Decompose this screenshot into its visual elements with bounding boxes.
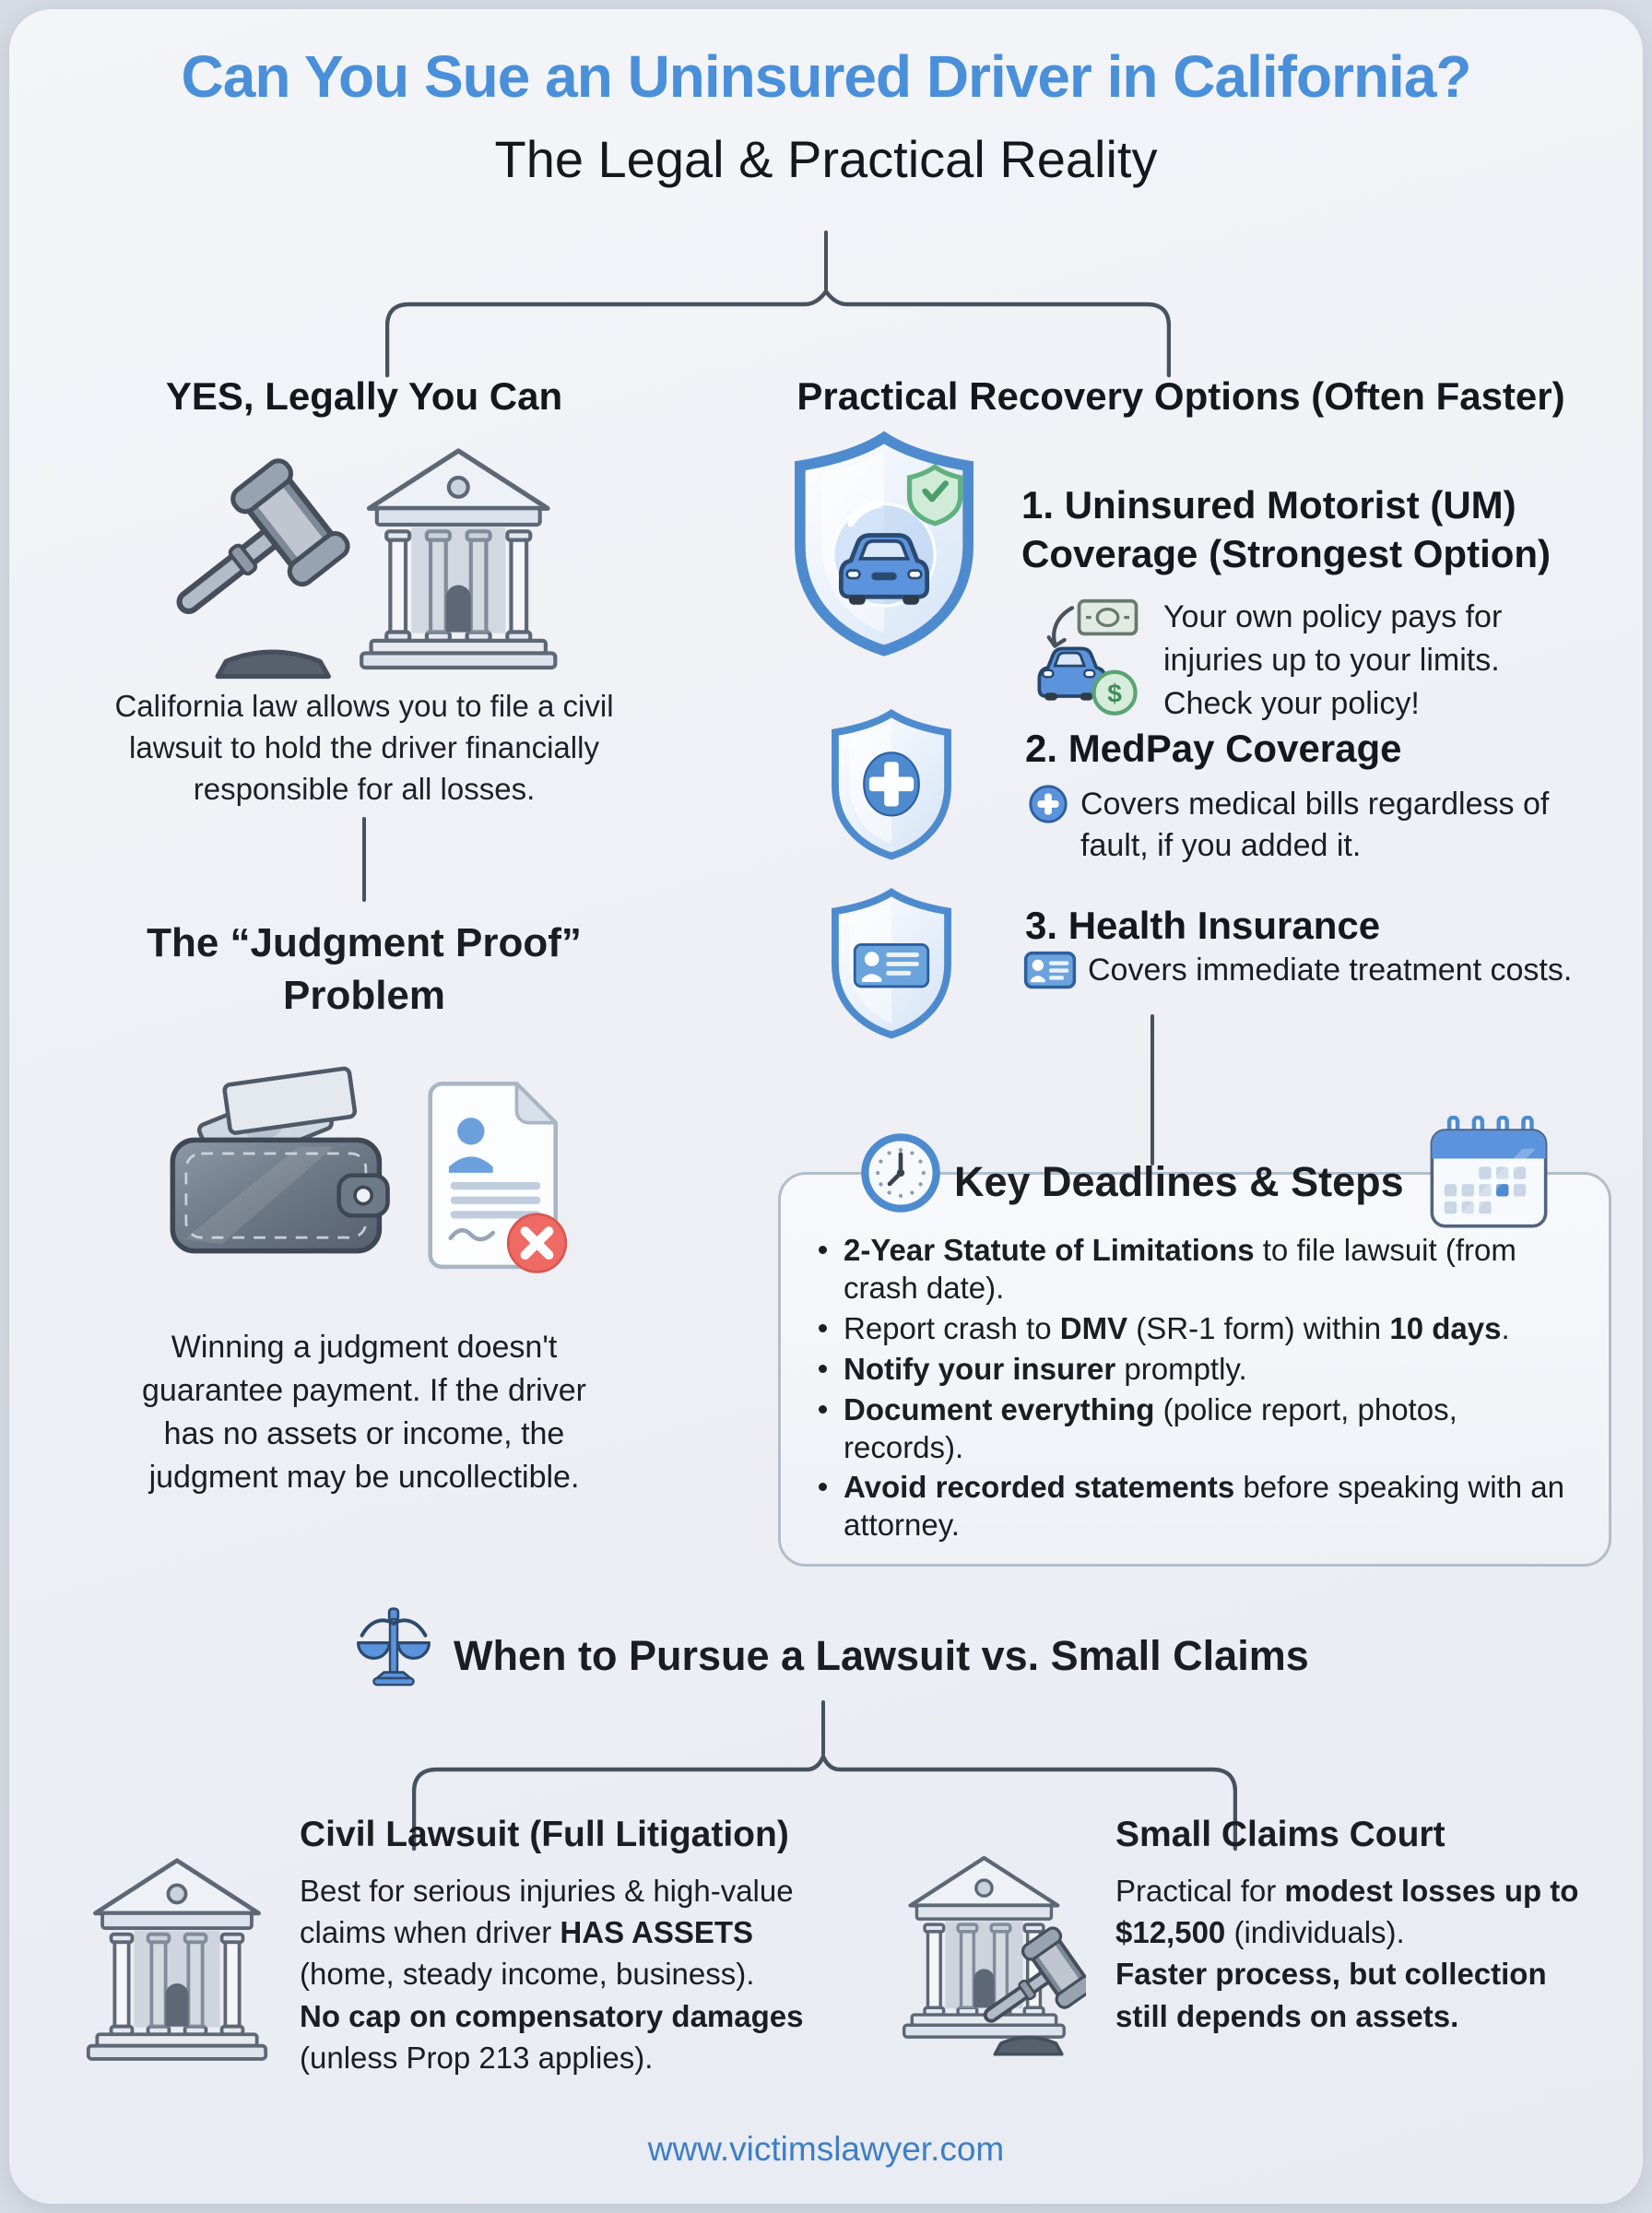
- courthouse-icon: [85, 1855, 269, 2066]
- left-branch-body: California law allows you to file a civi…: [114, 689, 614, 806]
- shield-car-check-icon: [786, 430, 982, 657]
- branch-connector-top: [385, 290, 1171, 378]
- option-1-body: Your own policy pays for injuries up to …: [1163, 599, 1503, 721]
- connector-line: [362, 817, 366, 902]
- bullet-dot: [819, 1246, 827, 1254]
- branch-connector-bottom: [412, 1754, 1237, 1852]
- document-x-icon: [428, 1082, 568, 1273]
- branch-stem: [824, 231, 828, 291]
- list-item: 2-Year Statute of Limitations to file la…: [817, 1232, 1573, 1308]
- gavel-courthouse-icon: [136, 415, 579, 680]
- connector-line: [1150, 1014, 1154, 1166]
- shield-medical-cross-icon: [826, 708, 957, 860]
- money-arrow-car-icon: $: [1037, 598, 1139, 716]
- bullet-dot: [819, 1323, 827, 1332]
- small-claims-heading: Small Claims Court: [1115, 1815, 1446, 1854]
- civil-lawsuit-body: Best for serious injuries & high-value c…: [300, 1874, 804, 2075]
- courthouse-gavel-icon: [894, 1852, 1086, 2056]
- deadlines-heading: Key Deadlines & Steps: [954, 1158, 1404, 1205]
- versus-heading: When to Pursue a Lawsuit vs. Small Claim…: [454, 1632, 1309, 1679]
- branch-stem: [821, 1700, 825, 1756]
- id-card-icon: [1023, 951, 1077, 989]
- list-item: Report crash to DMV (SR-1 form) within 1…: [817, 1310, 1573, 1348]
- option-2-body: Covers medical bills regardless of fault…: [1080, 787, 1550, 864]
- option-2-title: 2. MedPay Coverage: [1025, 727, 1402, 770]
- option-3-title: 3. Health Insurance: [1025, 904, 1381, 947]
- footer-link[interactable]: www.victimslawyer.com: [647, 2130, 1005, 2168]
- deadlines-panel: [778, 1172, 1611, 1567]
- circle-plus-icon: [1029, 785, 1068, 823]
- calendar-icon: [1430, 1116, 1548, 1228]
- judgment-illustration: [166, 1066, 573, 1276]
- svg-text:$: $: [1107, 680, 1122, 708]
- option-1-title: 1. Uninsured Motorist (UM) Coverage (Str…: [1021, 483, 1552, 575]
- option-3-body: Covers immediate treatment costs.: [1088, 953, 1573, 988]
- judgment-proof-heading: The “Judgment Proof” Problem: [147, 920, 582, 1019]
- shield-id-card-icon: [826, 887, 957, 1039]
- page-subtitle: The Legal & Practical Reality: [494, 130, 1158, 188]
- footer: www.victimslawyer.com: [0, 2130, 1652, 2169]
- deadlines-list: 2-Year Statute of Limitations to file la…: [817, 1232, 1573, 1547]
- list-item: Notify your insurer promptly.: [817, 1351, 1573, 1389]
- scales-icon: [357, 1607, 431, 1686]
- left-branch-heading: YES, Legally You Can: [165, 374, 563, 418]
- small-claims-body: Practical for modest losses up to $12,50…: [1115, 1874, 1579, 2033]
- civil-lawsuit-heading: Civil Lawsuit (Full Litigation): [300, 1815, 789, 1854]
- wallet-icon: [170, 1066, 390, 1254]
- bullet-dot: [819, 1364, 827, 1373]
- bullet-dot: [819, 1483, 827, 1492]
- page-title: Can You Sue an Uninsured Driver in Calif…: [181, 43, 1472, 110]
- judgment-proof-body: Winning a judgment doesn't guarantee pay…: [142, 1330, 586, 1495]
- clock-icon: [861, 1133, 940, 1213]
- right-branch-heading: Practical Recovery Options (Often Faster…: [796, 374, 1565, 418]
- list-item: Document everything (police report, phot…: [817, 1391, 1573, 1467]
- list-item: Avoid recorded statements before speakin…: [817, 1469, 1573, 1544]
- bullet-dot: [819, 1404, 827, 1414]
